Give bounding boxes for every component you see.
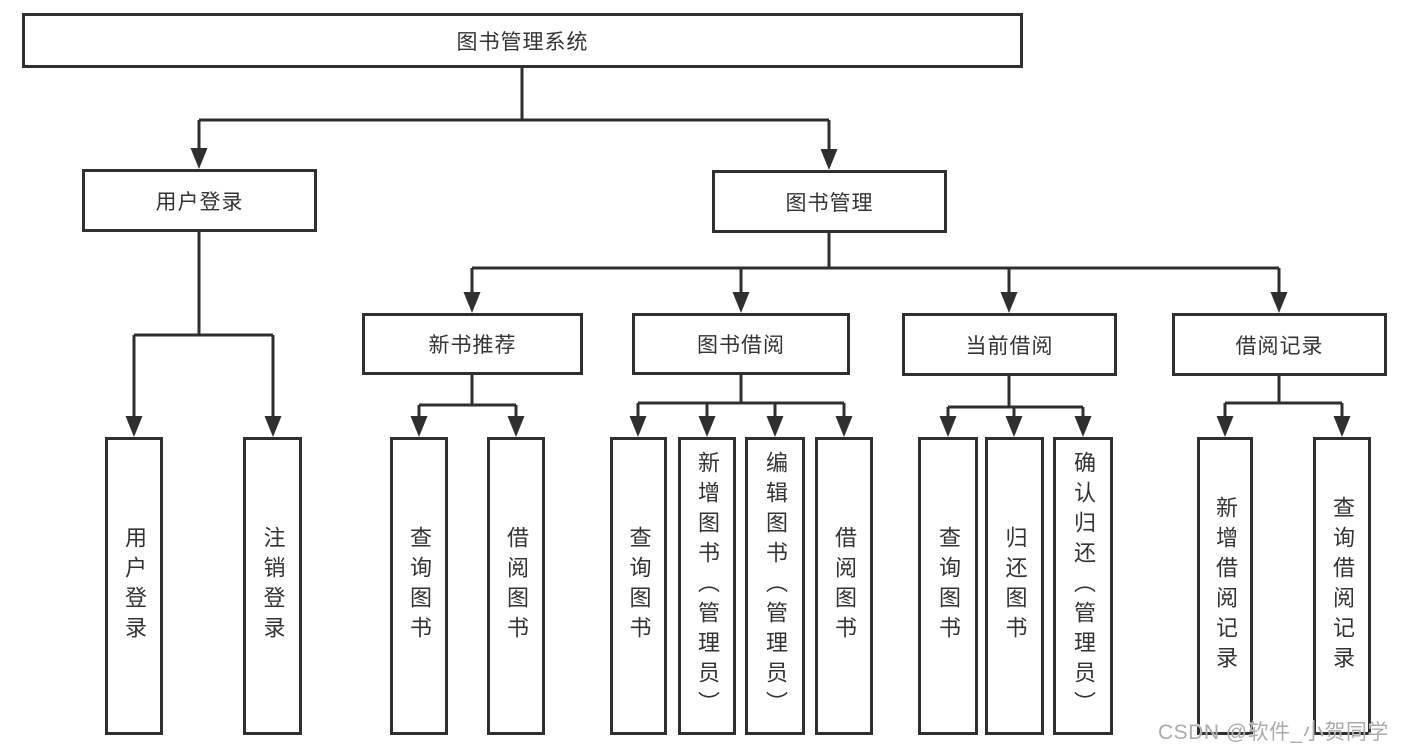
leaf-query-books-borrow: 查询图书 xyxy=(610,437,667,735)
leaf-query-borrow-record: 查询借阅记录 xyxy=(1313,437,1371,735)
connector-newrec-to-children xyxy=(417,375,518,430)
leaf-query-books-current: 查询图书 xyxy=(918,437,978,735)
arrowhead xyxy=(463,292,481,313)
arrowhead xyxy=(1000,292,1018,313)
leaf-label: 归还图书 xyxy=(1002,526,1028,646)
arrowhead xyxy=(190,148,208,169)
leaf-label: 新增借阅记录 xyxy=(1213,496,1238,676)
leaf-add-borrow-record: 新增借阅记录 xyxy=(1197,437,1253,735)
leaf-query-books-recommend: 查询图书 xyxy=(390,437,448,735)
connector-root-to-level2 xyxy=(197,68,831,163)
arrowhead xyxy=(629,416,647,437)
arrowhead xyxy=(125,416,143,437)
connector-current-to-children xyxy=(946,376,1085,430)
leaf-logout: 注销登录 xyxy=(243,437,302,735)
leaf-label: 查询图书 xyxy=(936,526,961,646)
arrowhead xyxy=(507,416,525,437)
arrowhead xyxy=(698,416,716,437)
node-book-management: 图书管理 xyxy=(712,170,947,233)
arrowhead xyxy=(820,149,838,170)
arrowhead xyxy=(766,416,784,437)
leaf-label: 注销登录 xyxy=(260,526,286,646)
leaf-confirm-return-admin: 确认归还（管理员） xyxy=(1053,437,1113,735)
connector-borrow-to-children xyxy=(636,375,846,430)
leaf-user-login: 用户登录 xyxy=(105,437,163,735)
arrowhead xyxy=(1333,416,1351,437)
leaf-edit-books-admin: 编辑图书（管理员） xyxy=(745,437,805,735)
leaf-borrow-books: 借阅图书 xyxy=(815,437,873,735)
node-book-borrow: 图书借阅 xyxy=(632,313,850,375)
leaf-return-books: 归还图书 xyxy=(985,437,1044,735)
node-library-system: 图书管理系统 xyxy=(22,13,1023,68)
leaf-label: 新增图书（管理员） xyxy=(695,451,720,721)
leaf-label: 借阅图书 xyxy=(504,526,529,646)
leaf-borrow-books-recommend: 借阅图书 xyxy=(487,437,545,735)
leaf-label: 确认归还（管理员） xyxy=(1071,451,1096,721)
leaf-label: 借阅图书 xyxy=(832,526,857,646)
arrowhead xyxy=(1074,416,1092,437)
leaf-label: 用户登录 xyxy=(122,526,147,646)
node-borrow-records: 借阅记录 xyxy=(1172,313,1387,376)
node-label: 当前借阅 xyxy=(965,334,1054,358)
leaf-label: 查询借阅记录 xyxy=(1330,496,1355,676)
leaf-label: 编辑图书（管理员） xyxy=(763,451,788,721)
leaf-label: 查询图书 xyxy=(626,526,652,646)
connector-login-to-children xyxy=(132,232,275,430)
node-user-login: 用户登录 xyxy=(82,169,317,232)
arrowhead xyxy=(1216,416,1234,437)
node-label: 用户登录 xyxy=(155,190,244,214)
arrowhead xyxy=(264,416,282,437)
arrowhead xyxy=(732,292,750,313)
node-label: 图书借阅 xyxy=(697,334,785,357)
node-current-borrow: 当前借阅 xyxy=(902,313,1117,376)
csdn-watermark: CSDN @软件_小贺同学 xyxy=(1158,721,1389,744)
node-label: 图书管理 xyxy=(785,191,874,215)
arrowhead xyxy=(1270,292,1288,313)
arrowhead xyxy=(410,416,428,437)
arrowhead xyxy=(835,416,853,437)
leaf-add-books-admin: 新增图书（管理员） xyxy=(678,437,736,735)
node-label: 图书管理系统 xyxy=(456,30,589,54)
node-new-book-recommend: 新书推荐 xyxy=(362,313,583,375)
node-label: 新书推荐 xyxy=(428,334,517,357)
connector-records-to-children xyxy=(1223,376,1344,430)
arrowhead xyxy=(1005,416,1023,437)
node-label: 借阅记录 xyxy=(1235,334,1324,358)
leaf-label: 查询图书 xyxy=(407,526,432,646)
arrowhead xyxy=(939,416,957,437)
connector-mgmt-to-groups xyxy=(470,233,1281,306)
